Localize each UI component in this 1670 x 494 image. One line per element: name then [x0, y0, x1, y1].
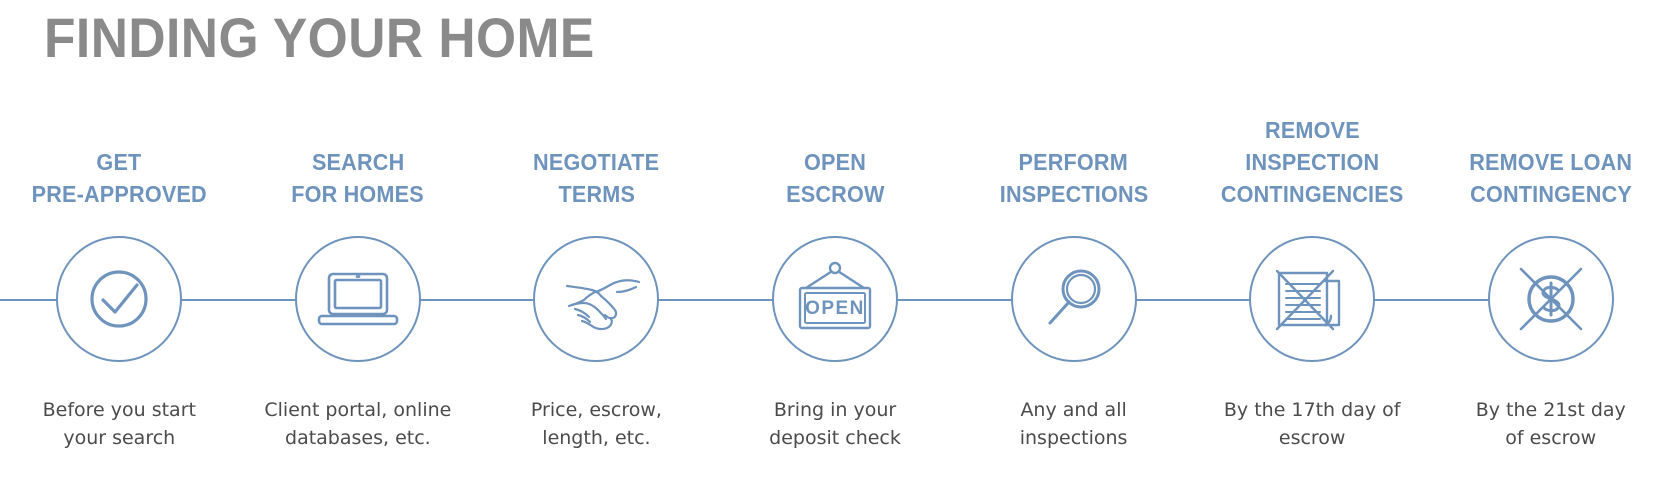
step-get-pre-approved: GET PRE-APPROVED Before you start your s… [0, 100, 239, 480]
step-circle [1249, 236, 1376, 362]
step-caption-line: databases, etc. [285, 427, 431, 449]
crossed-out-document-icon [1269, 259, 1355, 339]
step-caption: Bring in your deposit check [769, 396, 901, 452]
step-label: PERFORM INSPECTIONS [954, 100, 1193, 210]
step-circle: OPEN [772, 236, 899, 362]
page-title: FINDING YOUR HOME [44, 6, 595, 69]
step-label: REMOVE INSPECTION CONTINGENCIES [1193, 100, 1432, 210]
step-label: SEARCH FOR HOMES [239, 100, 478, 210]
step-caption-line: deposit check [769, 427, 901, 449]
step-search-for-homes: SEARCH FOR HOMES Clie [0, 100, 478, 480]
open-sign-icon: OPEN [789, 258, 881, 340]
step-label-line: INSPECTION [1245, 149, 1380, 175]
step-circle [1010, 236, 1137, 362]
step-caption-line: Any and all [1020, 399, 1127, 421]
step-label-line: NEGOTIATE [533, 149, 660, 175]
step-caption-line: By the 21st day [1475, 399, 1626, 421]
step-label-line: SEARCH [311, 149, 405, 175]
step-caption: Any and all inspections [1020, 396, 1128, 452]
laptop-icon [316, 264, 400, 334]
check-circle-icon [78, 258, 160, 340]
step-negotiate-terms: NEGOTIATE TERMS [0, 100, 716, 480]
no-dollar-icon [1509, 257, 1593, 341]
step-caption-line: escrow [1278, 427, 1346, 449]
step-label-line: TERMS [558, 181, 635, 207]
step-caption: Client portal, online databases, etc. [264, 396, 451, 452]
step-remove-inspection-contingencies: REMOVE INSPECTION CONTINGENCIES [0, 100, 1432, 480]
step-caption: By the 21st day of escrow [1476, 396, 1626, 452]
step-circle [1487, 236, 1614, 362]
step-label-line: ESCROW [785, 181, 885, 207]
step-label-line: REMOVE [1264, 117, 1360, 143]
step-remove-loan-contingency: REMOVE LOAN CONTINGENCY [0, 100, 1670, 480]
step-label-line: GET [96, 149, 142, 175]
step-label-line: CONTINGENCIES [1220, 181, 1404, 207]
step-circle [533, 236, 660, 362]
step-label-line: CONTINGENCY [1469, 181, 1632, 207]
magnifying-glass-icon [1034, 259, 1114, 339]
step-icon-row [0, 224, 239, 374]
step-label: GET PRE-APPROVED [0, 100, 239, 210]
step-caption-line: Before you start [42, 399, 196, 421]
step-icon-row [0, 224, 1670, 374]
step-caption: Price, escrow, length, etc. [531, 396, 662, 452]
step-label-line: PERFORM [1018, 149, 1129, 175]
connector-line [0, 299, 1488, 301]
step-label-line: REMOVE LOAN [1469, 149, 1633, 175]
step-label: OPEN ESCROW [716, 100, 955, 210]
step-label: NEGOTIATE TERMS [477, 100, 716, 210]
step-label: REMOVE LOAN CONTINGENCY [1431, 100, 1670, 210]
step-caption-line: Price, escrow, [530, 399, 662, 421]
svg-text:OPEN: OPEN [805, 298, 865, 319]
step-caption-line: length, etc. [542, 427, 651, 449]
step-label-line: PRE-APPROVED [31, 181, 207, 207]
step-circle [294, 236, 421, 362]
step-caption-line: your search [63, 427, 176, 449]
step-caption: Before you start your search [43, 396, 196, 452]
step-caption: By the 17th day of escrow [1224, 396, 1401, 452]
step-label-line: FOR HOMES [291, 181, 425, 207]
step-caption-line: By the 17th day of [1223, 399, 1401, 421]
step-open-escrow: OPEN ESCROW OPEN [0, 100, 955, 480]
step-label-line: OPEN [804, 149, 867, 175]
step-perform-inspections: PERFORM INSPECTIONS Any and all [0, 100, 1193, 480]
step-caption-line: of escrow [1505, 427, 1597, 449]
step-caption-line: Bring in your [773, 399, 897, 421]
step-icon-row [0, 224, 478, 374]
step-circle [56, 236, 183, 362]
steps-row: GET PRE-APPROVED Before you start your s… [0, 100, 1670, 480]
step-label-line: INSPECTIONS [999, 181, 1148, 207]
handshake-icon [551, 262, 641, 336]
step-caption-line: Client portal, online [264, 399, 452, 421]
step-caption-line: inspections [1019, 427, 1128, 449]
